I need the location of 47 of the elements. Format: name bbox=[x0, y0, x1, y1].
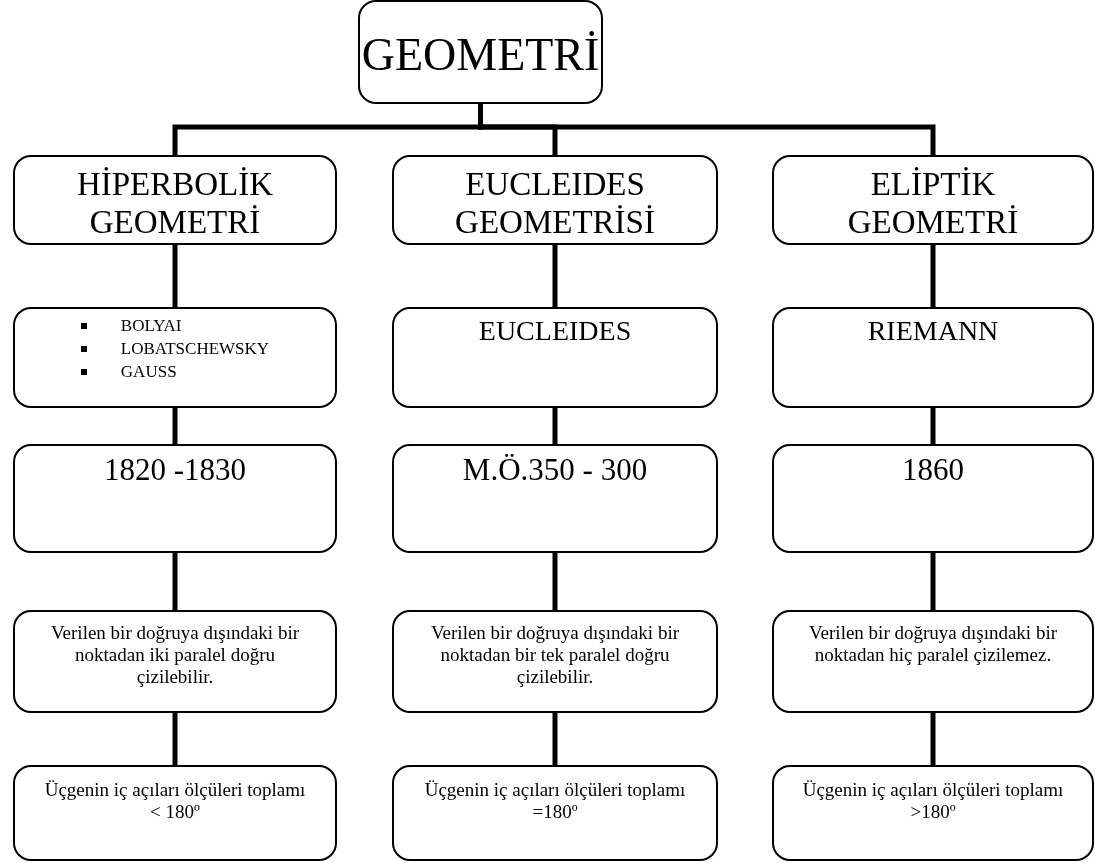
node-text: EUCLEIDES bbox=[477, 315, 633, 348]
connector-line bbox=[552, 553, 558, 610]
rounded-box bbox=[13, 307, 337, 408]
node-text: 1860 bbox=[901, 452, 965, 488]
node-text: Üçgenin iç açıları ölçüleri toplamı >180º bbox=[801, 779, 1065, 823]
node-text: Verilen bir doğruya dışındaki bir noktadan bir tek paralel doğru çizilebilir. bbox=[430, 622, 680, 688]
rounded-box bbox=[392, 307, 718, 408]
node-text: EUCLEIDES GEOMETRİSİ bbox=[454, 166, 656, 242]
connector-line bbox=[930, 553, 936, 610]
node-text: HİPERBOLİK GEOMETRİ bbox=[75, 166, 275, 242]
node-text: GEOMETRİ bbox=[360, 28, 601, 82]
list-item: BOLYAI bbox=[120, 315, 182, 337]
list-item: LOBATSCHEWSKY bbox=[120, 337, 270, 360]
node-text: Üçgenin iç açıları ölçüleri toplamı < 180º bbox=[43, 779, 307, 823]
rounded-box bbox=[358, 0, 603, 104]
rounded-box bbox=[772, 444, 1094, 553]
rounded-box bbox=[13, 444, 337, 553]
rounded-box bbox=[392, 610, 718, 713]
node-text: ELİPTİK GEOMETRİ bbox=[846, 166, 1020, 242]
connector-line bbox=[172, 245, 178, 307]
rounded-box bbox=[772, 765, 1094, 861]
connector-line bbox=[172, 553, 178, 610]
connector-line bbox=[930, 713, 936, 765]
rounded-box bbox=[392, 765, 718, 861]
node-text: M.Ö.350 - 300 bbox=[461, 452, 649, 488]
node-text: RIEMANN bbox=[866, 315, 1000, 348]
connector-line bbox=[930, 245, 936, 307]
connector-line bbox=[552, 408, 558, 444]
node-text: Verilen bir doğruya dışındaki bir noktadan iki paralel doğru çizilebilir. bbox=[50, 622, 300, 688]
connector-line bbox=[930, 408, 936, 444]
rounded-box bbox=[772, 155, 1094, 245]
rounded-box bbox=[13, 155, 337, 245]
connector-line bbox=[552, 713, 558, 765]
rounded-box bbox=[772, 307, 1094, 408]
rounded-box bbox=[13, 610, 337, 713]
rounded-box bbox=[13, 765, 337, 861]
connector-line bbox=[478, 104, 936, 155]
node-text: Üçgenin iç açıları ölçüleri toplamı =180º bbox=[423, 779, 687, 823]
connector-line bbox=[172, 713, 178, 765]
connector-line bbox=[552, 245, 558, 307]
list-item: GAUSS bbox=[120, 360, 177, 383]
rounded-box bbox=[392, 444, 718, 553]
rounded-box bbox=[772, 610, 1094, 713]
rounded-box bbox=[392, 155, 718, 245]
connector-line bbox=[172, 408, 178, 444]
node-text: 1820 -1830 bbox=[102, 452, 248, 488]
node-text: Verilen bir doğruya dışındaki bir noktadan hiç paralel çizilemez. bbox=[808, 622, 1058, 666]
